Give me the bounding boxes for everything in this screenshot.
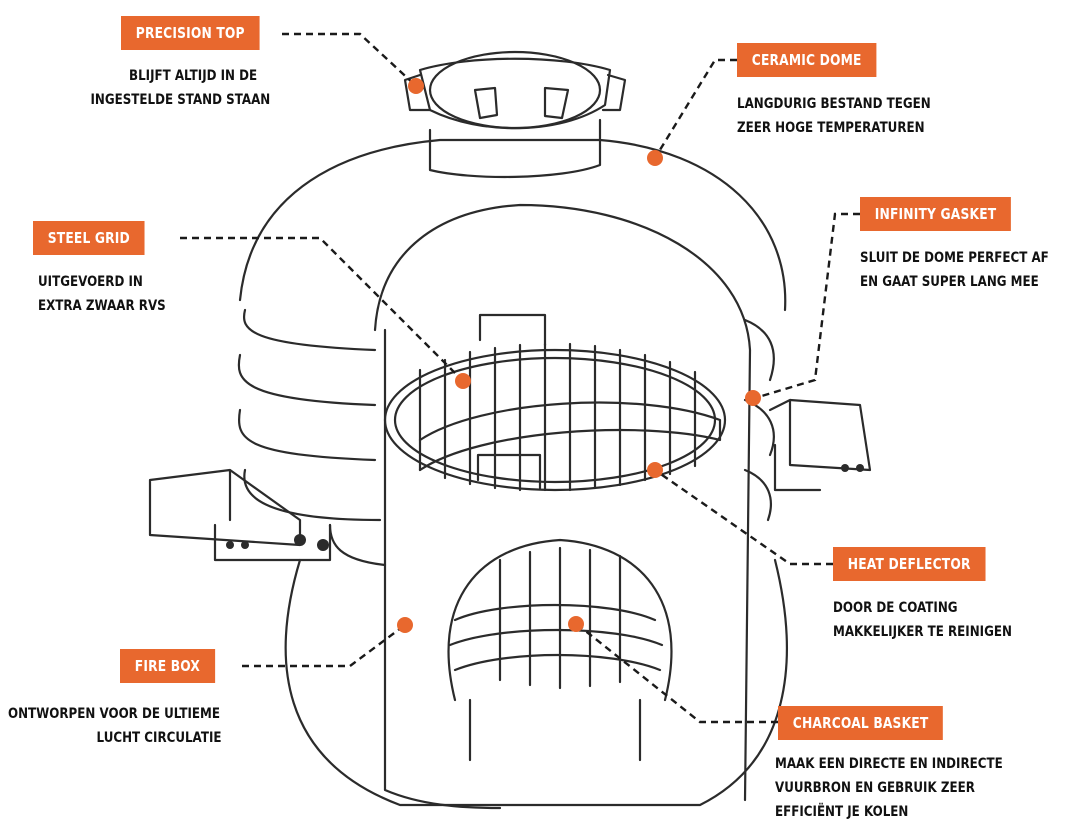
bolt bbox=[226, 541, 234, 549]
marker-fire-box bbox=[397, 617, 413, 633]
infinity-gasket-line-2: EN GAAT SUPER LANG MEE bbox=[860, 274, 1039, 290]
precision-top-line-1: BLIJFT ALTIJD IN DE bbox=[129, 68, 258, 84]
precision-top-vent-2 bbox=[543, 86, 570, 120]
dome-band-2 bbox=[237, 353, 377, 407]
precision-top-label: PRECISION TOP bbox=[121, 16, 260, 50]
bolt bbox=[841, 464, 849, 472]
ceramic-dome-description: LANGDURIG BESTAND TEGEN ZEER HOGE TEMPER… bbox=[737, 92, 931, 140]
fire-box-description: ONTWORPEN VOOR DE ULTIEME LUCHT CIRCULAT… bbox=[8, 702, 221, 750]
leader-ceramic-dome bbox=[653, 58, 737, 159]
firebox-legs bbox=[468, 698, 642, 762]
infinity-gasket-line-1: SLUIT DE DOME PERFECT AF bbox=[860, 250, 1049, 266]
heat-deflector-description: DOOR DE COATING MAKKELIJKER TE REINIGEN bbox=[833, 596, 1012, 644]
left-shelf bbox=[148, 468, 302, 547]
dome-band-3 bbox=[237, 408, 377, 462]
steel-grid-handle-front bbox=[476, 453, 542, 490]
marker-steel-grid bbox=[455, 373, 471, 389]
leader-fire-box bbox=[242, 624, 406, 668]
ceramic-dome-label: CERAMIC DOME bbox=[737, 43, 877, 77]
steel-grid-line-2: EXTRA ZWAAR RVS bbox=[38, 298, 166, 314]
dome-band-4 bbox=[243, 468, 382, 522]
leader-precision-top bbox=[282, 32, 416, 86]
marker-heat-deflector bbox=[647, 462, 663, 478]
leader-heat-deflector bbox=[654, 469, 833, 566]
steel-grid-description: UITGEVOERD IN EXTRA ZWAAR RVS bbox=[38, 270, 166, 318]
leader-infinity-gasket bbox=[754, 212, 860, 400]
bolt bbox=[241, 541, 249, 549]
precision-top-handle-left bbox=[403, 73, 432, 112]
precision-top-rim bbox=[418, 57, 612, 130]
charcoal-basket-rings bbox=[448, 603, 664, 672]
steel-grid-label: STEEL GRID bbox=[33, 221, 145, 255]
bolt bbox=[294, 534, 306, 546]
marker-infinity-gasket bbox=[745, 390, 761, 406]
precision-top-description: BLIJFT ALTIJD IN DE INGESTELDE STAND STA… bbox=[90, 64, 270, 112]
charcoal-basket-description: MAAK EEN DIRECTE EN INDIRECTE VUURBRON E… bbox=[775, 752, 1003, 824]
body-band bbox=[328, 523, 387, 567]
charcoal-basket-line-2: VUURBRON EN GEBRUIK ZEER bbox=[775, 780, 975, 796]
steel-grid-handle-back bbox=[478, 313, 547, 347]
fire-box-label: FIRE BOX bbox=[120, 649, 215, 683]
steel-grid-ring bbox=[383, 348, 727, 492]
marker-ceramic-dome bbox=[647, 150, 663, 166]
marker-precision-top bbox=[408, 78, 424, 94]
precision-top-line-2: INGESTELDE STAND STAAN bbox=[90, 92, 271, 108]
fire-box-line-1: ONTWORPEN VOOR DE ULTIEME bbox=[8, 706, 220, 722]
leader-charcoal-basket bbox=[577, 624, 778, 724]
infinity-gasket-label: INFINITY GASKET bbox=[860, 197, 1012, 231]
ceramic-dome-line-1: LANGDURIG BESTAND TEGEN bbox=[737, 96, 931, 112]
charcoal-basket-line-1: MAAK EEN DIRECTE EN INDIRECTE bbox=[775, 756, 1003, 772]
dome-cutaway-edge-left bbox=[383, 328, 502, 810]
infinity-gasket-description: SLUIT DE DOME PERFECT AF EN GAAT SUPER L… bbox=[860, 246, 1049, 294]
steel-grid-ring-inner bbox=[393, 356, 717, 484]
marker-charcoal-basket bbox=[568, 616, 584, 632]
left-shelf-bracket bbox=[213, 523, 332, 562]
fire-box-line-2: LUCHT CIRCULATIE bbox=[96, 730, 222, 746]
heat-deflector-label: HEAT DEFLECTOR bbox=[833, 547, 986, 581]
right-shelf-bracket bbox=[773, 443, 822, 492]
heat-deflector-line-2: MAKKELIJKER TE REINIGEN bbox=[833, 624, 1012, 640]
dome-band-1 bbox=[243, 308, 377, 352]
heat-deflector-line-1: DOOR DE COATING bbox=[833, 600, 958, 616]
charcoal-basket-label: CHARCOAL BASKET bbox=[778, 706, 944, 740]
precision-top-shape bbox=[428, 118, 602, 179]
kamado-body-outline bbox=[284, 558, 788, 807]
bolt bbox=[317, 539, 329, 551]
dome-cutaway-edge bbox=[373, 203, 752, 802]
heat-deflector-shape bbox=[418, 401, 722, 472]
right-shelf bbox=[768, 398, 872, 472]
precision-top-vent-1 bbox=[473, 86, 499, 120]
bolt bbox=[856, 464, 864, 472]
ceramic-dome-line-2: ZEER HOGE TEMPERATUREN bbox=[737, 120, 925, 136]
charcoal-basket-line-3: EFFICIËNT JE KOLEN bbox=[775, 804, 909, 820]
leader-steel-grid bbox=[180, 236, 463, 381]
precision-top-handle-right bbox=[601, 73, 627, 112]
firebox-opening bbox=[447, 538, 673, 702]
steel-grid-line-1: UITGEVOERD IN bbox=[38, 274, 143, 290]
ceramic-dome-shape bbox=[238, 138, 787, 312]
charcoal-basket-bars bbox=[498, 546, 622, 690]
